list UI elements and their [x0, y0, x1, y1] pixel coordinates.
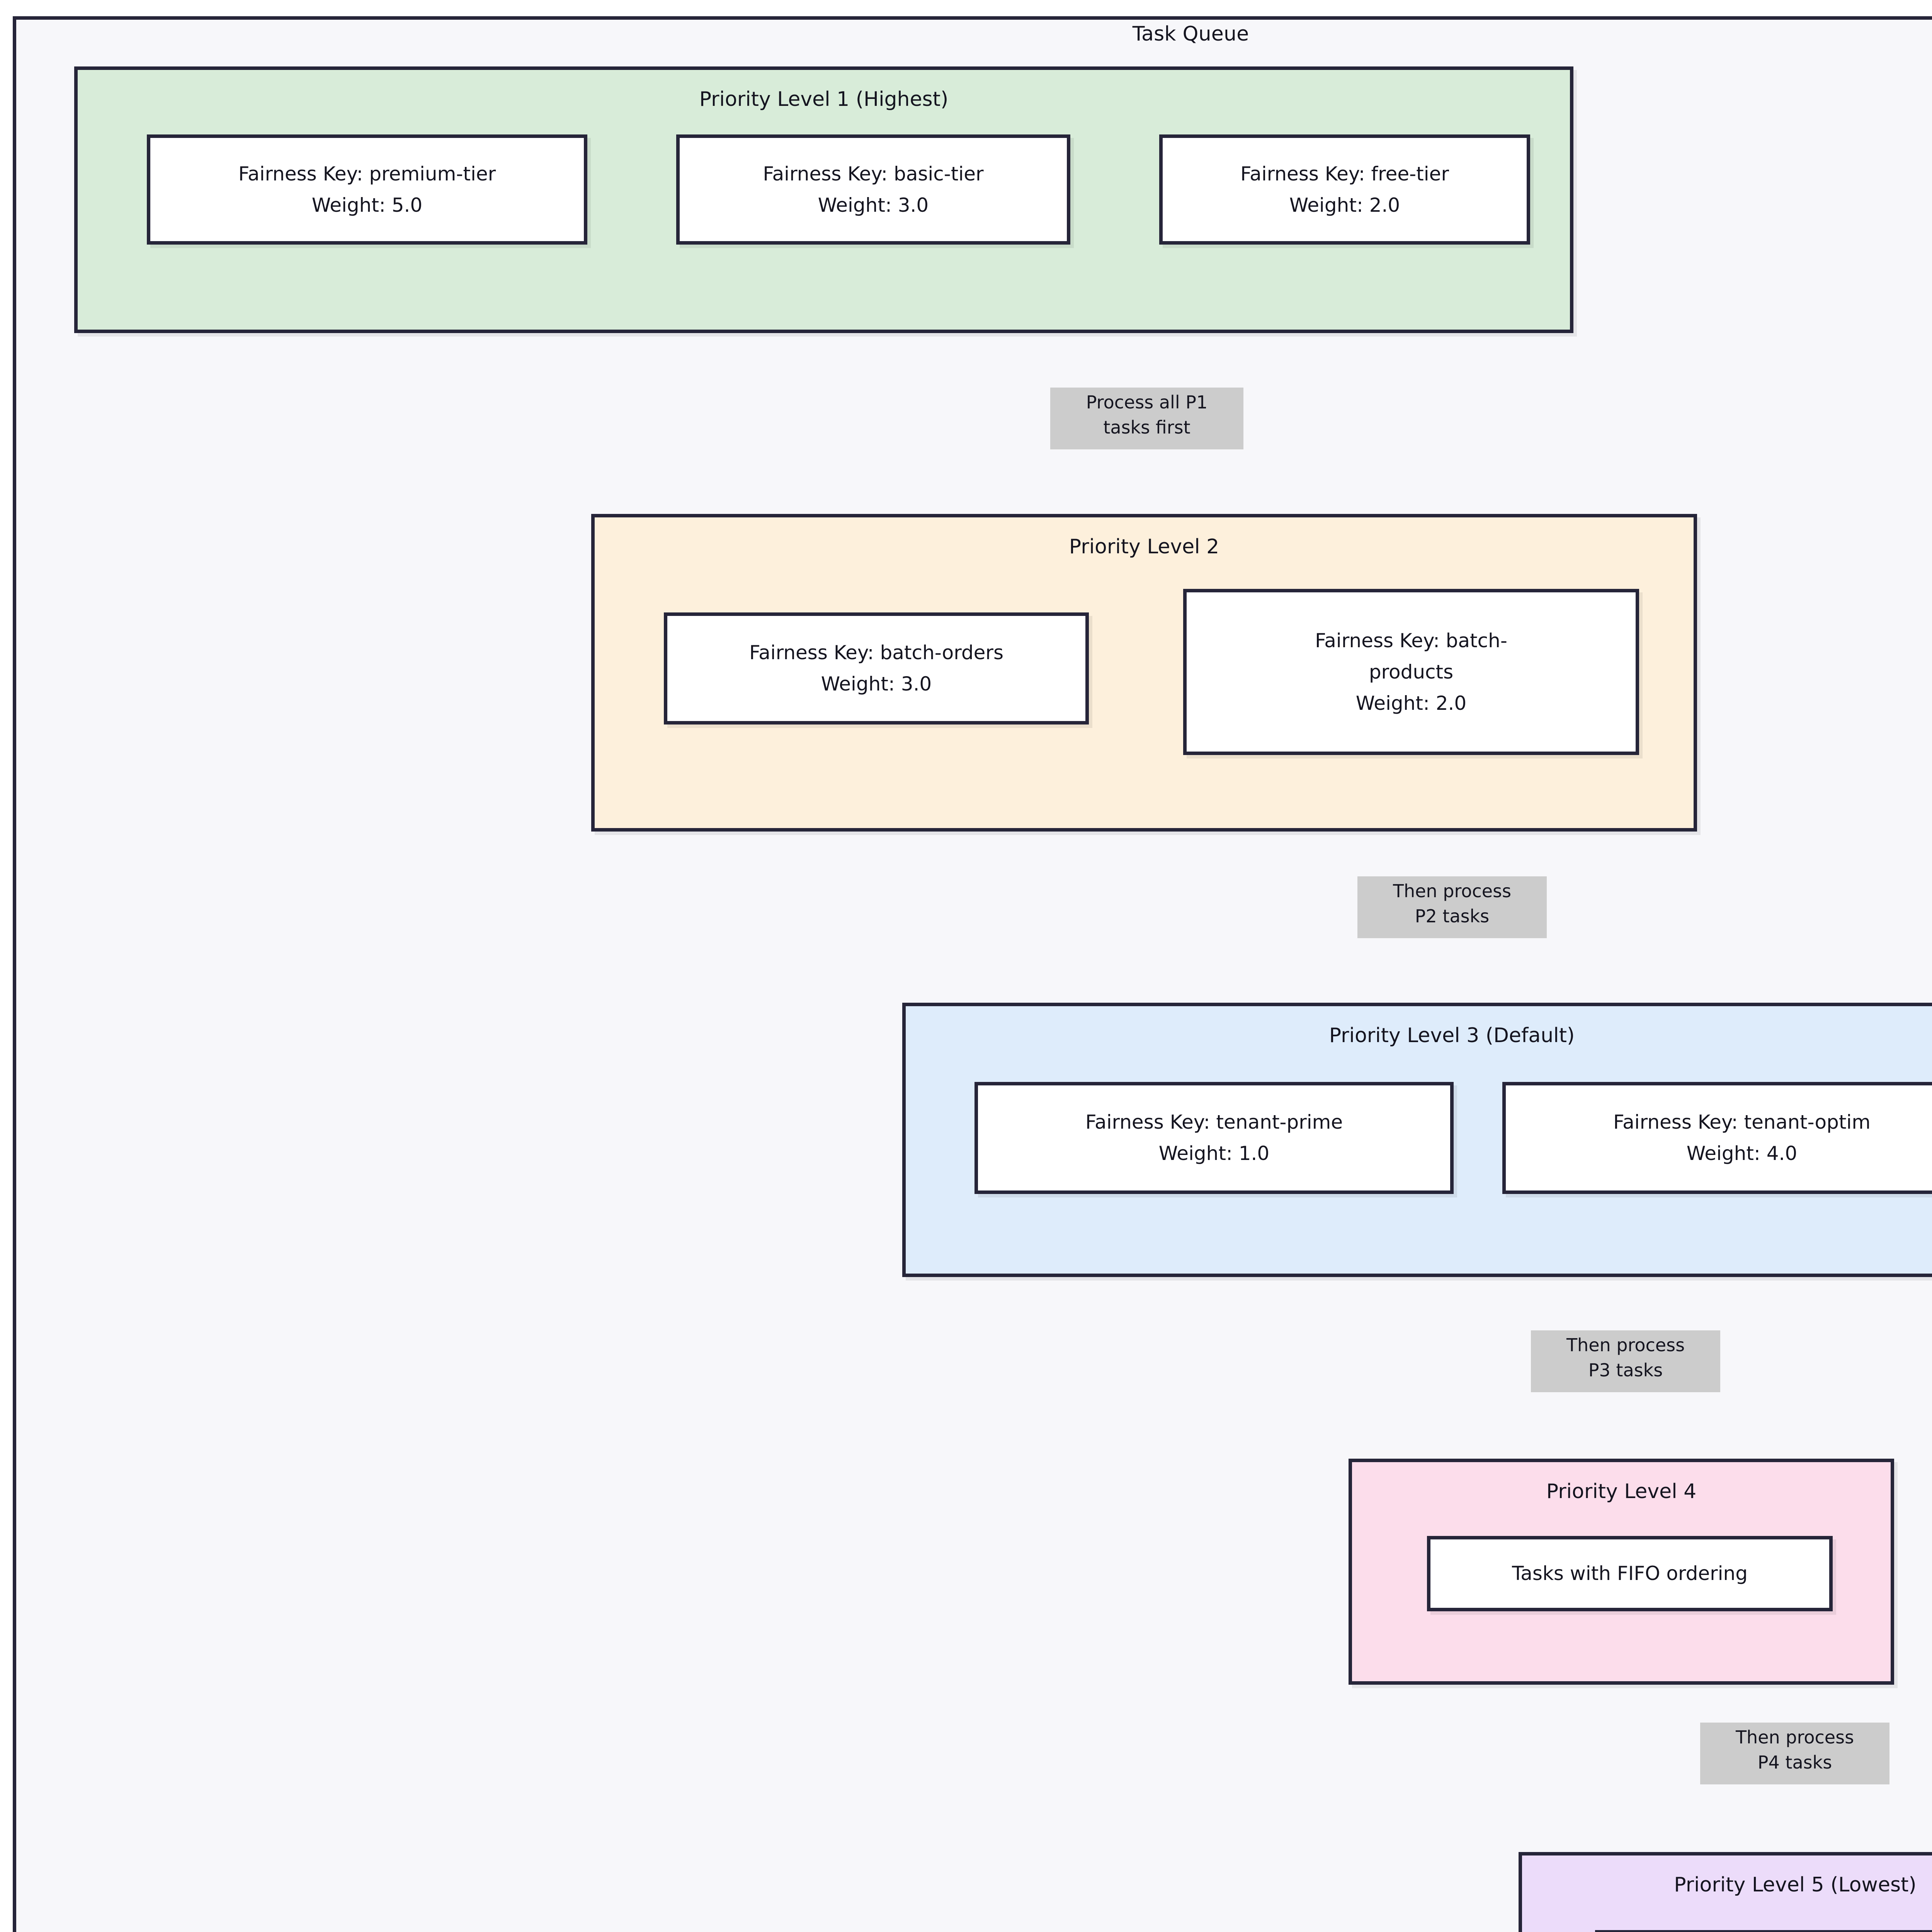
edge-label-p1-to-p2: Process all P1 tasks first: [1050, 388, 1243, 449]
fairness-key-label: Fairness Key: basic-tier: [763, 162, 984, 185]
fairness-key-label: Fairness Key: free-tier: [1240, 162, 1449, 185]
priority-level-2-title: Priority Level 2: [1069, 535, 1219, 558]
fairness-node-premium-tier[interactable]: Fairness Key: premium-tier Weight: 5.0: [147, 134, 587, 245]
fairness-key-label: Fairness Key: tenant-prime: [1085, 1111, 1343, 1133]
edge-label-p2-to-p3: Then process P2 tasks: [1357, 876, 1547, 938]
priority-level-1-title: Priority Level 1 (Highest): [699, 88, 949, 111]
edge-label-p4-to-p5: Then process P4 tasks: [1700, 1723, 1889, 1784]
fairness-node-tenant-optim[interactable]: Fairness Key: tenant-optim Weight: 4.0: [1502, 1082, 1932, 1194]
fairness-key-label: Fairness Key: batch-orders: [749, 641, 1004, 664]
fairness-node-batch-orders[interactable]: Fairness Key: batch-orders Weight: 3.0: [664, 612, 1089, 724]
fairness-node-batch-products[interactable]: Fairness Key: batch- products Weight: 2.…: [1183, 589, 1639, 755]
priority-level-4-title: Priority Level 4: [1546, 1480, 1697, 1503]
edge-label-p3-to-p4: Then process P3 tasks: [1531, 1330, 1720, 1392]
fairness-key-label: Fairness Key: tenant-optim: [1613, 1111, 1871, 1133]
fairness-key-label: Fairness Key: premium-tier: [238, 162, 496, 185]
priority-level-3-title: Priority Level 3 (Default): [1329, 1024, 1575, 1047]
fairness-node-basic-tier[interactable]: Fairness Key: basic-tier Weight: 3.0: [676, 134, 1070, 245]
fifo-label: Tasks with FIFO ordering: [1512, 1562, 1748, 1585]
fairness-weight-label: Weight: 5.0: [311, 194, 423, 216]
fifo-node-level-5[interactable]: Tasks with FIFO ordering: [1595, 1930, 1932, 1932]
fairness-weight-label: Weight: 3.0: [821, 673, 932, 695]
fifo-node-level-4[interactable]: Tasks with FIFO ordering: [1427, 1536, 1833, 1611]
task-queue-title: Task Queue: [1132, 22, 1249, 46]
fairness-weight-label: Weight: 3.0: [818, 194, 929, 216]
fairness-key-label: Fairness Key: batch- products: [1315, 629, 1507, 683]
priority-level-5-title: Priority Level 5 (Lowest): [1674, 1873, 1917, 1896]
fairness-weight-label: Weight: 2.0: [1355, 692, 1467, 714]
fairness-weight-label: Weight: 4.0: [1686, 1142, 1798, 1165]
fairness-weight-label: Weight: 2.0: [1289, 194, 1400, 216]
fairness-node-tenant-prime[interactable]: Fairness Key: tenant-prime Weight: 1.0: [975, 1082, 1454, 1194]
priority-level-5-cluster: Priority Level 5 (Lowest): [1519, 1852, 1932, 1932]
fairness-node-free-tier[interactable]: Fairness Key: free-tier Weight: 2.0: [1159, 134, 1530, 245]
fairness-weight-label: Weight: 1.0: [1158, 1142, 1270, 1165]
